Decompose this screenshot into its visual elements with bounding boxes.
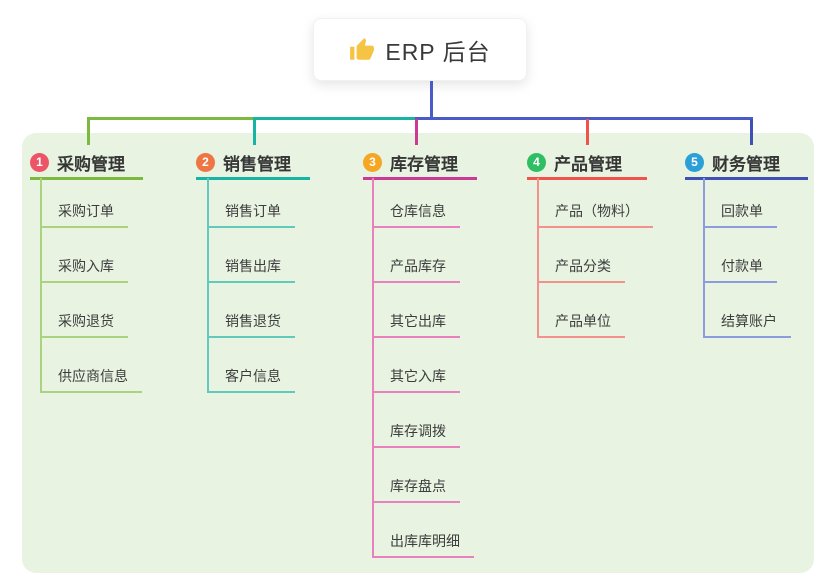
- branch-label-text: 库存管理: [390, 154, 458, 174]
- trunk-segment: [253, 117, 415, 120]
- child-item-label: 客户信息: [225, 368, 281, 384]
- child-connector-line: [207, 178, 209, 393]
- child-item-label: 销售订单: [225, 203, 281, 219]
- child-item-label: 付款单: [721, 258, 763, 274]
- child-item[interactable]: 产品（物料）: [537, 196, 653, 228]
- branch-drop-line: [750, 119, 753, 145]
- child-item[interactable]: 产品单位: [537, 306, 625, 338]
- branch-drop-line: [586, 119, 589, 145]
- root-node-title: ERP 后台: [385, 38, 491, 65]
- child-item[interactable]: 回款单: [703, 196, 777, 228]
- child-item-label: 出库库明细: [390, 533, 460, 549]
- child-item[interactable]: 产品库存: [372, 251, 460, 283]
- child-item-label: 仓库信息: [390, 203, 446, 219]
- child-item-label: 产品分类: [555, 258, 611, 274]
- child-item[interactable]: 销售退货: [207, 306, 295, 338]
- child-item[interactable]: 供应商信息: [40, 361, 142, 393]
- child-item[interactable]: 其它入库: [372, 361, 460, 393]
- child-connector-line: [537, 178, 539, 338]
- child-item[interactable]: 采购入库: [40, 251, 128, 283]
- child-item-label: 销售退货: [225, 313, 281, 329]
- child-item-label: 采购订单: [58, 203, 114, 219]
- branch-node-5[interactable]: 5 财务管理: [685, 147, 808, 180]
- branch-badge: 5: [685, 152, 704, 172]
- branch-drop-line: [87, 119, 90, 145]
- child-item[interactable]: 销售订单: [207, 196, 295, 228]
- child-item-label: 回款单: [721, 203, 763, 219]
- child-item-label: 库存盘点: [390, 478, 446, 494]
- child-item[interactable]: 出库库明细: [372, 526, 474, 558]
- child-item-label: 采购入库: [58, 258, 114, 274]
- child-item-label: 产品库存: [390, 258, 446, 274]
- branch-label-text: 采购管理: [57, 154, 125, 174]
- child-item[interactable]: 采购退货: [40, 306, 128, 338]
- child-item[interactable]: 客户信息: [207, 361, 295, 393]
- child-connector-line: [372, 178, 374, 558]
- child-item-label: 销售出库: [225, 258, 281, 274]
- branch-label-text: 产品管理: [554, 154, 622, 174]
- child-item-label: 其它入库: [390, 368, 446, 384]
- child-item[interactable]: 仓库信息: [372, 196, 460, 228]
- branches-background-panel: [22, 133, 814, 573]
- child-connector-line: [40, 178, 42, 393]
- branch-badge: 2: [196, 152, 215, 172]
- thumbs-up-icon: [350, 37, 375, 60]
- child-item[interactable]: 库存调拨: [372, 416, 460, 448]
- root-connector-line: [430, 81, 433, 117]
- child-item-label: 产品单位: [555, 313, 611, 329]
- branch-node-4[interactable]: 4 产品管理: [527, 147, 647, 180]
- child-item[interactable]: 销售出库: [207, 251, 295, 283]
- child-item[interactable]: 结算账户: [703, 306, 791, 338]
- child-item-label: 采购退货: [58, 313, 114, 329]
- branch-badge: 3: [363, 152, 382, 172]
- branch-node-1[interactable]: 1 采购管理: [30, 147, 143, 180]
- child-item[interactable]: 采购订单: [40, 196, 128, 228]
- child-item-label: 供应商信息: [58, 368, 128, 384]
- branch-badge: 4: [527, 152, 546, 172]
- child-item[interactable]: 其它出库: [372, 306, 460, 338]
- root-node[interactable]: ERP 后台: [313, 18, 527, 81]
- child-connector-line: [703, 178, 705, 338]
- branch-label-text: 财务管理: [712, 154, 780, 174]
- trunk-segment: [87, 117, 253, 120]
- branch-drop-line: [253, 119, 256, 145]
- trunk-segment: [415, 117, 753, 120]
- child-item[interactable]: 产品分类: [537, 251, 625, 283]
- child-item-label: 产品（物料）: [555, 203, 639, 219]
- branch-node-3[interactable]: 3 库存管理: [363, 147, 477, 180]
- branch-drop-line: [415, 119, 418, 145]
- child-item[interactable]: 付款单: [703, 251, 777, 283]
- child-item-label: 其它出库: [390, 313, 446, 329]
- child-item[interactable]: 库存盘点: [372, 471, 460, 503]
- child-item-label: 库存调拨: [390, 423, 446, 439]
- branch-label-text: 销售管理: [223, 154, 291, 174]
- child-item-label: 结算账户: [721, 313, 777, 329]
- branch-badge: 1: [30, 152, 49, 172]
- branch-node-2[interactable]: 2 销售管理: [196, 147, 310, 180]
